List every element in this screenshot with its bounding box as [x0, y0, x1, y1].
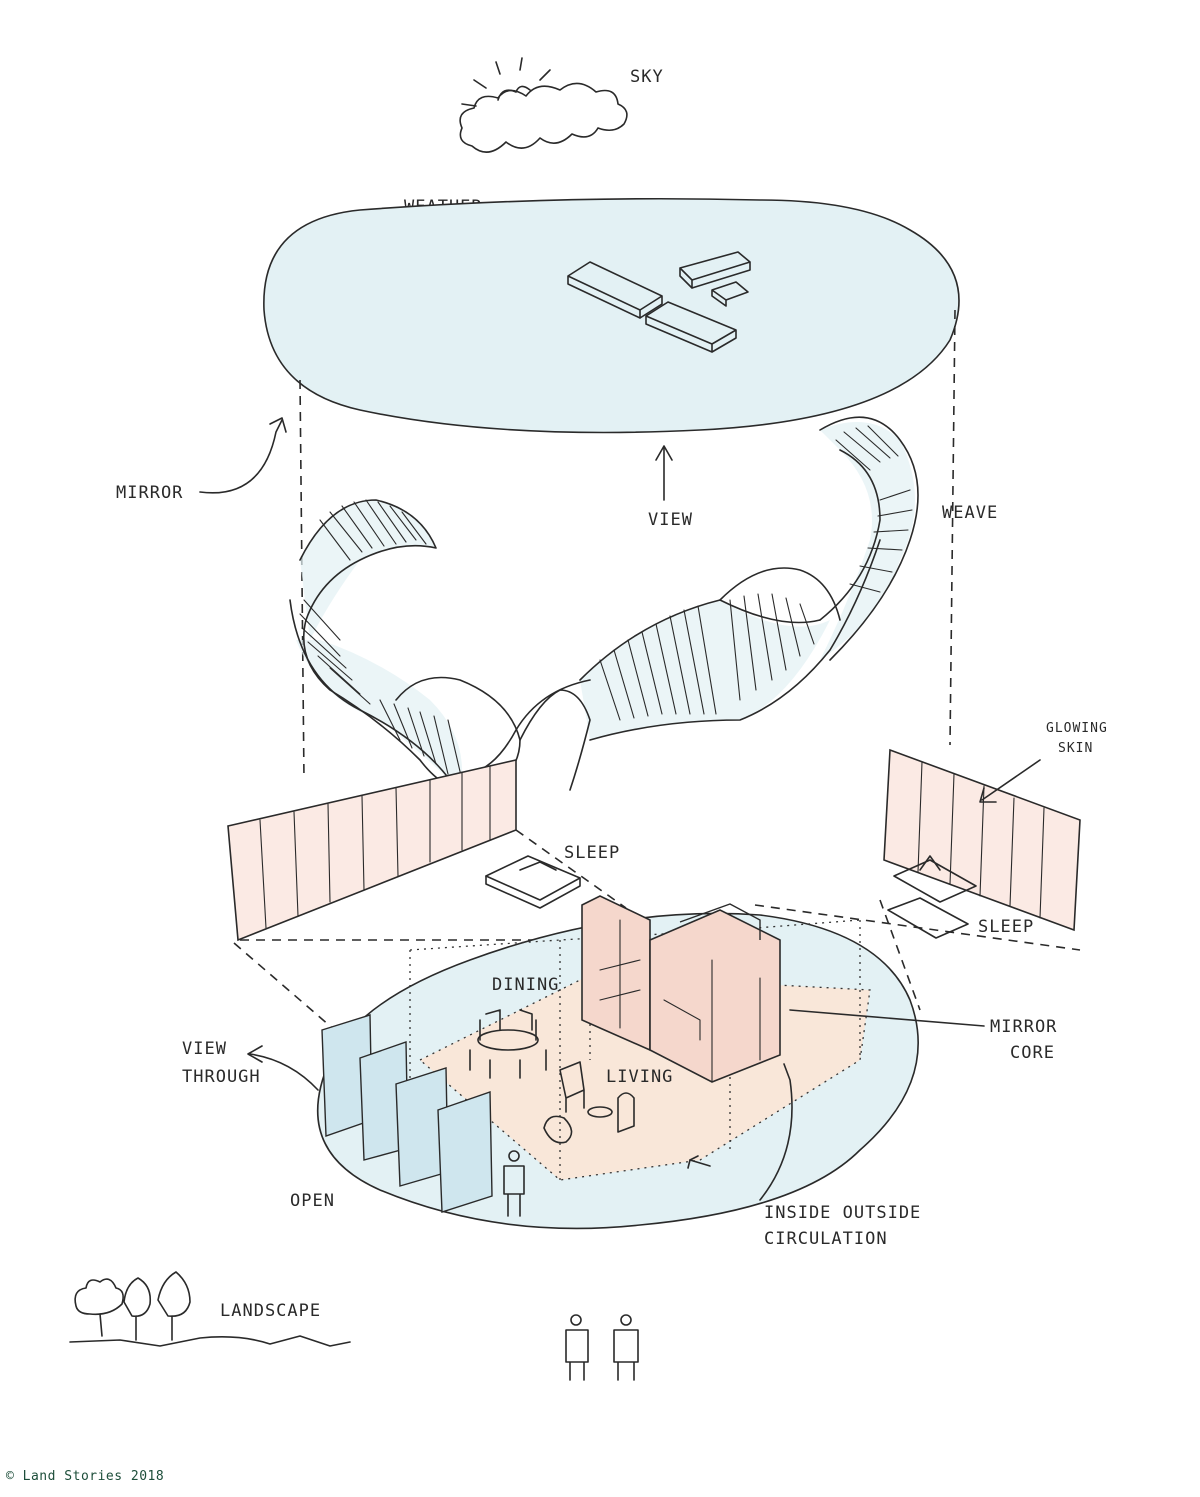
view-through-label-2: THROUGH [182, 1067, 261, 1087]
landscape-trees [69, 1271, 351, 1347]
glowing-skin-arrow-icon [979, 759, 1041, 803]
glowing-skin-label: GLOWING [1046, 721, 1108, 736]
living-label: LIVING [606, 1067, 673, 1087]
mirror-core-label-2: CORE [1010, 1043, 1055, 1063]
two-people-figures [565, 1314, 639, 1381]
glass-panels [321, 1014, 493, 1213]
bed-right [887, 855, 977, 939]
mirror-label: MIRROR [116, 483, 183, 503]
weave-ribbon [289, 416, 919, 793]
open-label: OPEN [290, 1191, 335, 1211]
view-arrow-icon [655, 445, 673, 501]
roof-disc [263, 197, 960, 434]
living-chairs [543, 1061, 635, 1144]
weave-label: WEAVE [942, 503, 998, 523]
bed-left [485, 855, 581, 909]
sun-and-cloud-sketch [459, 57, 628, 153]
mirror-core-label: MIRROR [990, 1017, 1057, 1037]
copyright-notice: © Land Stories 2018 [6, 1469, 165, 1484]
glowing-skin-wall-left [227, 758, 517, 942]
glowing-skin-wall-right [883, 748, 1081, 932]
landscape-label: LANDSCAPE [220, 1301, 321, 1321]
dining-table [469, 1009, 547, 1079]
dining-label: DINING [492, 975, 559, 995]
circulation-arrow-icon [687, 1063, 793, 1201]
view-through-label: VIEW [182, 1039, 227, 1059]
mirror-core [581, 895, 781, 1083]
sky-label: SKY [630, 67, 664, 87]
mirror-arrow-icon [199, 417, 287, 494]
circulation-label-2: CIRCULATION [764, 1229, 888, 1249]
skylight-boxes [567, 251, 751, 353]
view-label: VIEW [648, 510, 693, 530]
person-figure [503, 1150, 525, 1217]
glowing-skin-label-2: SKIN [1058, 741, 1093, 756]
circulation-label: INSIDE OUTSIDE [764, 1203, 921, 1223]
sleep-left-label: SLEEP [564, 843, 620, 863]
view-through-arrow-icon [247, 1045, 319, 1091]
sleep-right-label: SLEEP [978, 917, 1034, 937]
mirror-core-leader [789, 1009, 985, 1027]
